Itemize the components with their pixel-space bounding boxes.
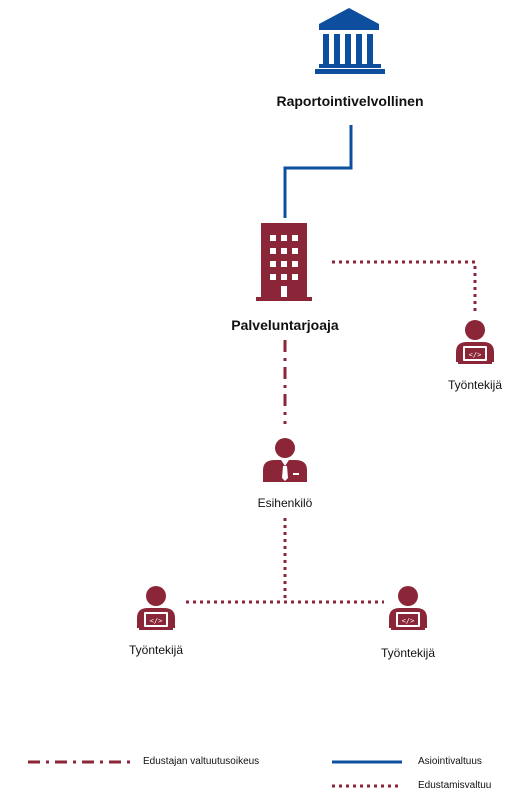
legend-label-dashdot: Edustajan valtuutusoikeus [143, 756, 260, 767]
office-building-icon [256, 223, 312, 301]
bank-building-icon [315, 8, 385, 74]
developer-person-icon: </> [456, 320, 494, 364]
supervisor-person-icon [263, 438, 307, 482]
legend-label-dotted: Edustamisvaltuu [418, 780, 492, 791]
node-label-employee-right: Työntekijä [447, 378, 503, 392]
connector-dotted-provider-employee [332, 260, 477, 312]
node-label-employee-bottom-right: Työntekijä [380, 646, 436, 660]
svg-text:</>: </> [150, 617, 163, 625]
node-label-employee-left: Työntekijä [128, 643, 184, 657]
node-label-provider: Palveluntarjoaja [231, 317, 339, 333]
svg-text:</>: </> [469, 351, 482, 359]
developer-person-icon: </> [137, 586, 175, 630]
node-label-reporter: Raportointivelvollinen [276, 93, 424, 109]
svg-text:</>: </> [402, 617, 415, 625]
legend-label-solid: Asiointivaltuus [418, 756, 482, 767]
connector-solid [283, 125, 353, 218]
developer-person-icon: </> [389, 586, 427, 630]
node-label-supervisor: Esihenkilö [257, 496, 313, 510]
